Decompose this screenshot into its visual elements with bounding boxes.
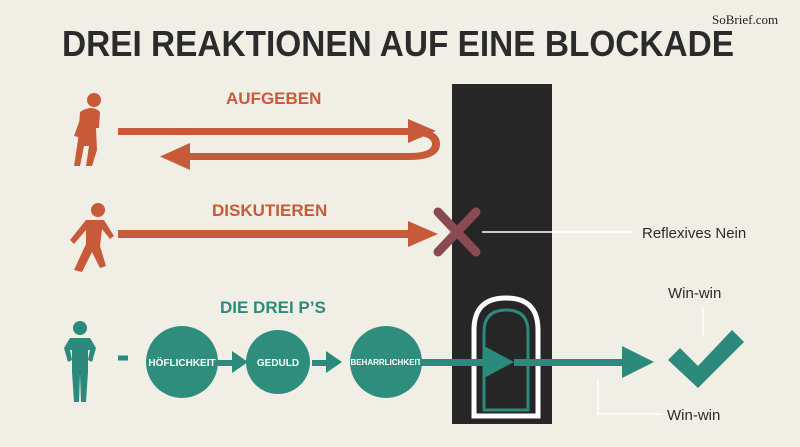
- step-beharrlichkeit: [350, 326, 422, 398]
- slouched-person-icon: [74, 93, 101, 166]
- win-win-bottom-label: Win-win: [667, 407, 720, 424]
- to-success-arrow: [514, 346, 654, 378]
- step1-to-step2-arrow: [216, 351, 248, 373]
- page-title: DREI REAKTIONEN AUF EINE BLOCKADE: [62, 23, 734, 64]
- aufgeben-arrow: [118, 119, 436, 143]
- step-hoeflichkeit-label: HÖFLICHKEIT: [148, 356, 215, 369]
- aufgeben-return-arrow: [160, 128, 440, 170]
- arguing-person-icon: [70, 203, 114, 272]
- diskutieren-arrow: [118, 221, 438, 247]
- diskutieren-label: DISKUTIEREN: [212, 201, 327, 220]
- door-icon: [471, 295, 541, 419]
- door-inner-frame: [482, 308, 530, 412]
- step2-to-step3-arrow: [312, 351, 342, 373]
- step-beharrlichkeit-label: BEHARRLICHKEIT: [350, 358, 421, 367]
- through-door-arrow: [420, 346, 514, 378]
- step-hoeflichkeit: [146, 326, 218, 398]
- aufgeben-label: AUFGEBEN: [226, 89, 321, 108]
- confident-person-icon: [64, 321, 96, 402]
- win-win-top-label: Win-win: [668, 285, 721, 302]
- cross-mark-icon: [433, 207, 481, 257]
- win-win-bottom-connector: [597, 380, 662, 415]
- step-geduld: [246, 330, 310, 394]
- check-mark-icon: [668, 330, 744, 388]
- reflexive-no-label: Reflexives Nein: [642, 225, 746, 242]
- brand-watermark: SoBrief.com: [712, 12, 778, 27]
- step-geduld-label: GEDULD: [257, 358, 299, 369]
- three-ps-label: DIE DREI P’S: [220, 298, 326, 317]
